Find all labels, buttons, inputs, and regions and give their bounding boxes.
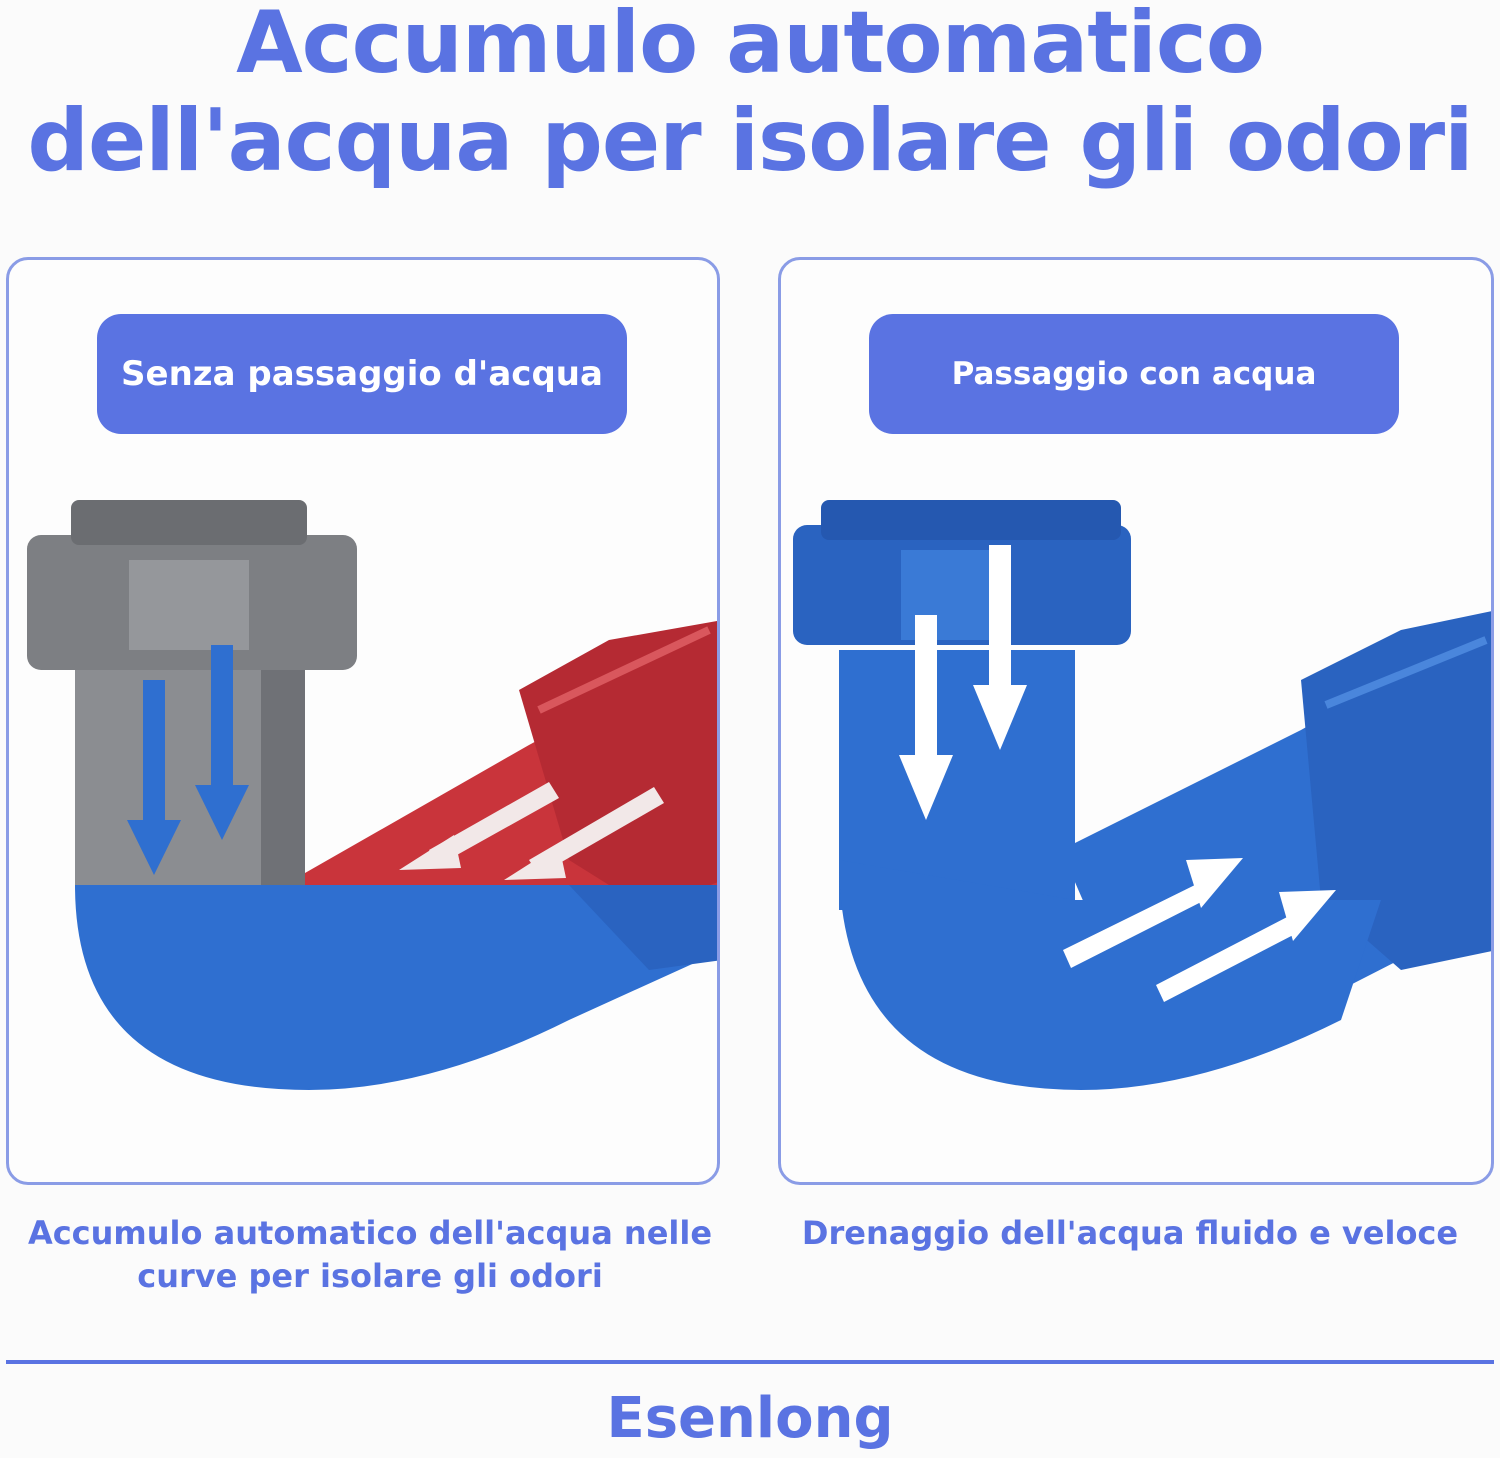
blue-nut-ridge bbox=[1324, 636, 1488, 709]
flow-down-arrow-2 bbox=[899, 615, 953, 820]
gray-pipe-shade bbox=[261, 650, 305, 885]
title-line-1: Accumulo automatico bbox=[236, 0, 1265, 93]
pipe-trap-illustration-left bbox=[27, 500, 717, 1090]
flow-out-arrow-1 bbox=[1063, 858, 1243, 968]
flow-out-arrow-2 bbox=[1156, 890, 1336, 1002]
panel-with-water: Passaggio con acqua bbox=[778, 257, 1494, 1185]
flow-down-arrow-1 bbox=[973, 545, 1027, 750]
pipe-trap-illustration-right bbox=[793, 500, 1491, 1090]
page-title: Accumulo automatico dell'acqua per isola… bbox=[0, 0, 1500, 190]
blue-outlet-nut bbox=[1301, 611, 1491, 970]
gray-pipe-rim bbox=[71, 500, 307, 545]
blue-water-trap bbox=[75, 885, 717, 1090]
blue-pipe-curve bbox=[839, 860, 1381, 1090]
blue-trap-outlet bbox=[569, 885, 717, 970]
air-arrow-2 bbox=[504, 787, 664, 880]
caption-without-water: Accumulo automatico dell'acqua nelle cur… bbox=[27, 1214, 713, 1295]
down-arrow-1 bbox=[127, 680, 181, 875]
gray-nut-highlight bbox=[129, 560, 249, 650]
air-arrow-1 bbox=[399, 782, 559, 870]
caption-with-water: Drenaggio dell'acqua fluido e veloce bbox=[801, 1214, 1459, 1252]
panel-without-water: Senza passaggio d'acqua bbox=[6, 257, 720, 1185]
red-nut-ridge bbox=[537, 626, 711, 714]
footer-divider bbox=[6, 1360, 1494, 1364]
title-line-2: dell'acqua per isolare gli odori bbox=[27, 91, 1473, 191]
down-arrow-2 bbox=[195, 645, 249, 840]
label-with-water: Passaggio con acqua bbox=[869, 314, 1399, 434]
brand-name: Esenlong bbox=[606, 1386, 894, 1451]
label-without-water: Senza passaggio d'acqua bbox=[97, 314, 627, 434]
blue-pipe-rim bbox=[821, 500, 1121, 540]
